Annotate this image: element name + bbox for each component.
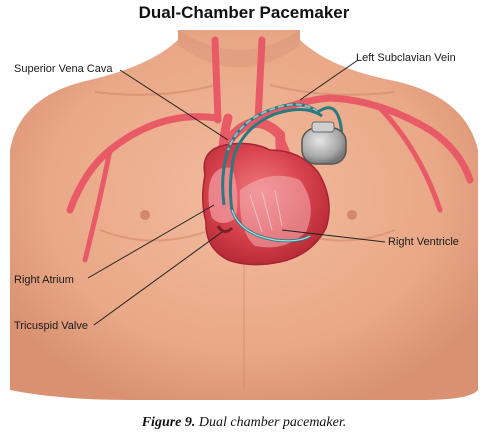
leader-ra — [87, 204, 215, 279]
leader-tv — [93, 231, 223, 326]
right-carotid — [254, 36, 266, 124]
label-tricuspid-valve: Tricuspid Valve — [14, 320, 88, 332]
aortic-arch — [217, 118, 287, 175]
figure-caption-text: Dual chamber pacemaker. — [198, 415, 347, 430]
valve-cords — [249, 189, 283, 233]
label-left-subclavian-vein: Left Subclavian Vein — [356, 52, 456, 64]
left-carotid — [211, 36, 222, 124]
nipple-right — [347, 210, 357, 220]
left-arm-vessel — [377, 105, 443, 213]
label-right-ventricle: Right Ventricle — [388, 236, 459, 248]
figure-caption: Figure 9. Dual chamber pacemaker. — [0, 415, 488, 431]
leader-lines — [87, 59, 386, 326]
leader-svc — [119, 69, 229, 141]
right-arm-vessel — [82, 147, 113, 263]
diagram-title: Dual-Chamber Pacemaker — [138, 3, 350, 22]
leader-lsv — [299, 59, 359, 101]
label-right-atrium: Right Atrium — [14, 274, 74, 286]
figure-number: Figure 9. — [141, 415, 196, 430]
label-superior-vena-cava: Superior Vena Cava — [14, 63, 113, 75]
pectoral-left — [99, 229, 206, 242]
collarbone-right — [269, 84, 396, 96]
nipple-left — [140, 210, 150, 220]
ventricle-chamber — [239, 175, 311, 248]
ventricular-lead-highlight — [231, 209, 311, 242]
atrial-lead-casing — [227, 103, 319, 151]
leader-rv — [281, 229, 386, 243]
neck-shadow — [178, 30, 300, 68]
pacemaker-device — [301, 121, 347, 165]
tricuspid-valve — [216, 225, 234, 233]
